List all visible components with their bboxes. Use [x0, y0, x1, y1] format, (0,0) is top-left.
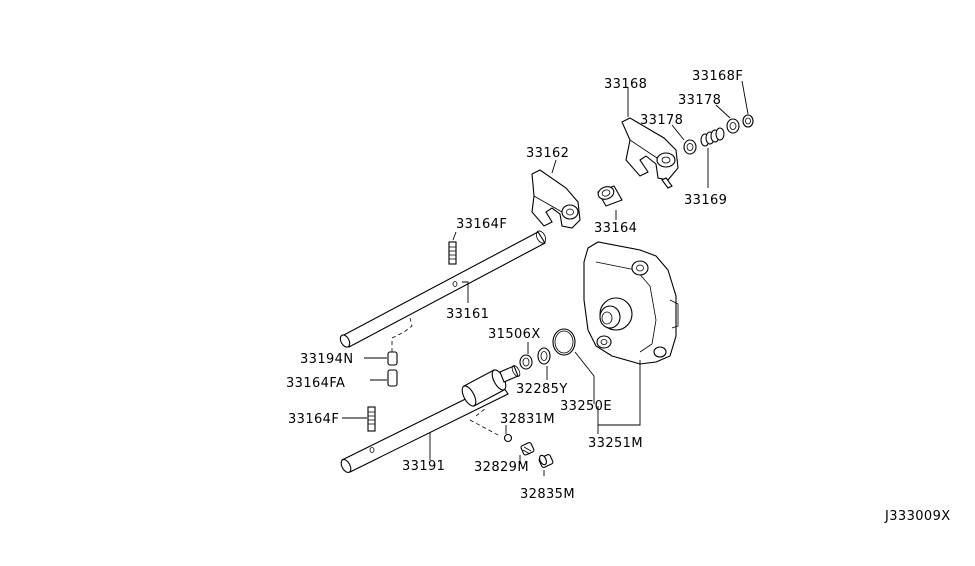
pin-33164fa	[387, 369, 398, 387]
label-32831m: 32831M	[500, 412, 555, 427]
label-33162: 33162	[526, 146, 569, 161]
ring-33168f	[742, 114, 754, 128]
label-33164: 33164	[594, 221, 637, 236]
bushing-33164	[597, 185, 623, 207]
ring-31506x	[519, 354, 533, 370]
spring-32829m	[520, 442, 535, 456]
o-ring-33250e	[552, 328, 576, 356]
plunger-33194n	[387, 351, 398, 366]
ball-32831m	[503, 433, 513, 443]
label-33164f-top: 33164F	[456, 217, 507, 232]
label-32829m: 32829M	[474, 460, 529, 475]
label-33168: 33168	[604, 77, 647, 92]
housing-33251m	[583, 241, 679, 365]
shaft-33191	[340, 365, 521, 474]
label-33251m: 33251M	[588, 436, 643, 451]
label-31506x: 31506X	[488, 327, 541, 342]
ring-33178-a	[683, 139, 697, 155]
label-33169: 33169	[684, 193, 727, 208]
label-32285y: 32285Y	[516, 382, 568, 397]
label-33250e: 33250E	[560, 399, 612, 414]
label-33178-a: 33178	[640, 113, 683, 128]
part-labels: 33168 33168F 33178 33178 33162 33169 331…	[286, 69, 951, 524]
label-33161: 33161	[446, 307, 489, 322]
plug-32835m	[538, 454, 554, 468]
spring-33169	[700, 127, 725, 147]
diagram-code: J333009X	[884, 509, 951, 524]
label-33168f: 33168F	[692, 69, 743, 84]
shift-fork-33168	[621, 117, 679, 189]
label-32835m: 32835M	[520, 487, 575, 502]
pin-33164f-top	[448, 241, 457, 265]
ring-33178-b	[726, 118, 740, 134]
label-33194n: 33194N	[300, 352, 353, 367]
leader-lines	[342, 80, 749, 476]
fork-rod-33161	[339, 230, 547, 348]
label-33191: 33191	[402, 459, 445, 474]
seal-32285y	[537, 347, 551, 365]
shift-fork-33162	[531, 169, 581, 229]
label-33164f-bottom: 33164F	[288, 412, 339, 427]
label-33178-b: 33178	[678, 93, 721, 108]
label-33164fa: 33164FA	[286, 376, 345, 391]
pin-33164f-bottom	[367, 406, 376, 432]
